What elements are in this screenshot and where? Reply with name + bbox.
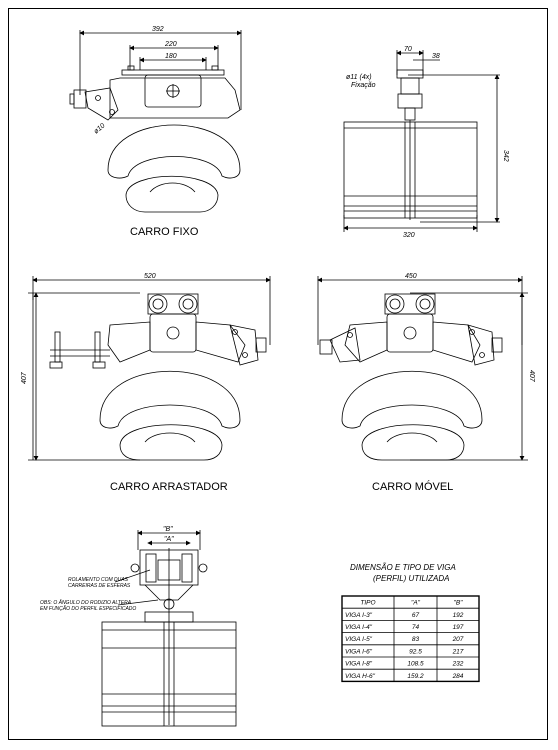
table-title-line1: DIMENSÃO E TIPO DE VIGA [350,563,456,572]
side-dim-top1: 70 [404,46,412,53]
table-cell: 83 [412,636,420,643]
side-view [343,50,500,232]
table-border [341,595,480,683]
side-dim-width: 320 [403,232,415,239]
table-cell: 217 [452,648,464,655]
table-cell: 284 [452,673,464,680]
table-header-cell: "A" [411,600,421,607]
table-cell: 232 [452,661,464,668]
carro-fixo-hole-label: ø10 [93,122,107,135]
table-cell: VIGA I-4" [345,624,373,631]
carro-fixo-caption: CARRO FIXO [130,226,199,238]
table-cell: VIGA I-5" [345,636,373,643]
arrastador-dim-height: 407 [21,371,28,384]
table-title-line2: (PERFIL) UTILIZADA [373,574,449,583]
movel-dim-width: 450 [405,273,417,280]
carro-movel-caption: CARRO MÓVEL [372,480,453,493]
sheet-border [8,8,548,740]
table-cell: 197 [453,624,464,631]
table-cell: 207 [452,636,464,643]
detail-label-b: "B" [163,526,173,533]
detail-note1-line2: CARREIRAS DE ESFERAS [68,583,131,589]
table-cell: VIGA H-6" [345,673,376,680]
side-dim-top2: 38 [432,53,440,60]
detail-label-a: "A" [164,536,174,543]
side-fix-label1: ø11 (4x) [346,74,372,81]
side-fix-label2: Fixação [351,82,376,89]
table-cell: 159.2 [407,673,424,680]
table-cell: VIGA I-3" [345,612,373,619]
table-cell: 74 [412,624,420,631]
table-cell: 67 [412,612,420,619]
table-header-cell: "B" [454,600,464,607]
side-dim-height: 342 [502,150,509,162]
movel-dim-height: 407 [528,370,535,383]
table-cell: 108.5 [407,661,424,668]
carro-fixo-dim-total: 392 [152,26,164,33]
carro-arrastador-view [28,276,271,461]
arrastador-dim-width: 520 [144,273,156,280]
detail-note1-line1: ROLAMENTO COM DUAS [68,577,129,583]
carro-fixo-view [69,30,242,213]
detail-note2-line1: OBS: O ÂNGULO DO RODIZIO ALTERA [40,599,132,606]
table-cell: 192 [453,612,464,619]
detail-note2-line2: EM FUNÇÃO DO PERFIL ESPECIFICADO [40,605,136,612]
section-detail-view [101,530,237,727]
carro-arrastador-caption: CARRO ARRASTADOR [110,481,228,493]
table-cell: VIGA I-6" [345,648,373,655]
carro-movel-view [317,276,528,461]
table-header-cell: TIPO [360,600,375,607]
carro-fixo-dim-mid: 220 [164,41,177,48]
table-cell: VIGA I-8" [345,661,373,668]
table-cell: 92.5 [409,648,422,655]
carro-fixo-dim-inner: 180 [165,53,177,60]
